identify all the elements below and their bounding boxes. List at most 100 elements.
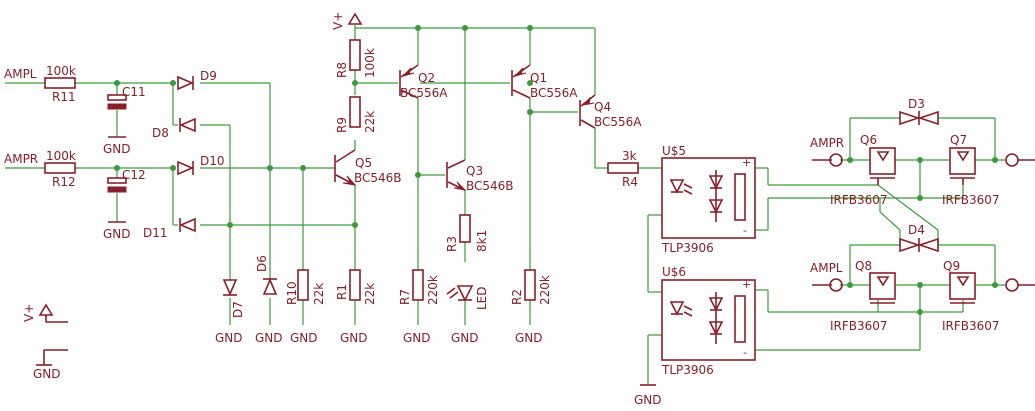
gnd-label: GND [103,227,131,241]
svg-text:D4: D4 [908,223,925,237]
resistor-r3: R3 8k1 [445,214,489,252]
svg-text:U$5: U$5 [662,144,686,158]
svg-text:R10: R10 [285,281,299,305]
svg-text:TLP3906: TLP3906 [661,241,714,255]
svg-text:BC556A: BC556A [530,86,578,100]
mosfet-q8: Q8 IRFB3607 [830,259,896,333]
svg-text:D7: D7 [231,301,245,318]
transistor-q2: Q2 BC556A [399,64,448,100]
resistor-r11: 100k R11 [44,64,76,104]
svg-text:AMPL: AMPL [810,261,843,275]
svg-text:BC546B: BC546B [354,171,402,185]
svg-text:Q1: Q1 [530,71,547,85]
svg-text:R9: R9 [335,117,349,133]
diode-d4: D4 [899,223,939,253]
svg-text:Q7: Q7 [950,133,967,147]
svg-text:Q9: Q9 [943,259,960,273]
svg-text:Q5: Q5 [355,156,372,170]
svg-text:IRFB3607: IRFB3607 [830,319,888,333]
svg-text:D10: D10 [200,154,225,168]
transistor-q1: Q1 BC556A [511,64,578,100]
svg-text:U$6: U$6 [662,265,686,279]
svg-text:D3: D3 [908,97,925,111]
svg-text:D11: D11 [143,226,168,240]
gnd-label: GND [451,331,479,345]
svg-text:C12: C12 [122,168,146,182]
svg-text:BC546B: BC546B [466,179,514,193]
diode-d7: D7 GND [215,279,245,345]
svg-text:Q4: Q4 [594,100,611,114]
svg-text:8k1: 8k1 [475,230,489,252]
svg-text:D6: D6 [255,255,269,272]
resistor-r4: 3k R4 [607,149,639,189]
gnd-label: GND [340,331,368,345]
gnd-symbol-u6: GND [634,384,662,407]
gnd-label: GND [215,331,243,345]
svg-text:AMPR: AMPR [810,136,844,150]
diode-d6: D6 GND [255,255,283,345]
svg-text:C11: C11 [122,85,146,99]
optocoupler-u5: U$5 TLP3906 + - [661,144,756,255]
svg-text:V+: V+ [331,12,345,30]
gnd-label: GND [290,331,318,345]
svg-text:R11: R11 [52,90,76,104]
resistor-r1: R1 22k GND [335,269,377,345]
svg-text:IRFB3607: IRFB3607 [942,193,1000,207]
wires [5,25,1005,385]
svg-text:TLP3906: TLP3906 [661,363,714,377]
svg-text:Q2: Q2 [418,71,435,85]
diode-d11: D11 [143,217,196,240]
svg-text:R3: R3 [445,236,459,252]
svg-text:GND: GND [33,367,61,381]
svg-text:R8: R8 [335,62,349,78]
svg-text:R2: R2 [510,289,524,305]
input-ampr-label: AMPR [4,152,38,166]
svg-text:220k: 220k [538,275,552,305]
svg-text:R1: R1 [335,284,349,300]
capacitor-c12: C12 GND [103,168,146,241]
svg-text:3k: 3k [622,149,637,163]
input-ampl-label: AMPL [4,67,37,81]
mosfet-q7: Q7 IRFB3607 [942,133,1000,207]
svg-text:-: - [743,224,747,237]
transistor-q4: Q4 BC556A [579,94,642,129]
mosfet-q9: Q9 IRFB3607 [942,259,1000,333]
svg-text:+: + [742,156,751,169]
svg-text:BC556A: BC556A [594,115,642,129]
svg-text:22k: 22k [363,283,377,305]
connector-ampl: AMPL [810,261,843,292]
resistor-r8: R8 100k [335,39,377,78]
gnd-label: GND [403,331,431,345]
gnd-label: GND [515,331,543,345]
resistor-r7: R7 220k GND [398,269,440,345]
svg-text:V+: V+ [22,304,36,322]
svg-text:R12: R12 [52,175,76,189]
svg-text:Q8: Q8 [855,259,872,273]
svg-text:D8: D8 [152,126,169,140]
resistor-r9: R9 22k [335,96,377,133]
led: LED GND [446,285,489,345]
gnd-label: GND [103,142,131,156]
svg-text:100k: 100k [363,48,377,78]
svg-text:IRFB3607: IRFB3607 [830,193,888,207]
diode-d3: D3 [899,97,939,126]
svg-text:LED: LED [475,286,489,310]
svg-text:100k: 100k [46,64,76,78]
resistor-r2: R2 220k GND [510,269,552,345]
capacitor-c11: C11 GND [103,85,146,156]
optocoupler-u6: U$6 TLP3906 + - [661,265,756,377]
svg-text:100k: 100k [46,149,76,163]
svg-text:Q3: Q3 [466,164,483,178]
diode-d10: D10 [177,154,225,176]
junctions [114,25,998,315]
legend-vplus: V+ [22,303,68,323]
svg-text:220k: 220k [426,275,440,305]
svg-text:IRFB3607: IRFB3607 [942,319,1000,333]
resistor-r10: R10 22k GND [285,269,326,345]
svg-text:-: - [743,346,747,359]
gnd-label: GND [255,331,283,345]
svg-text:Q6: Q6 [860,133,877,147]
vplus-symbol: V+ [331,12,363,30]
connector-out-bottom [1005,278,1035,292]
